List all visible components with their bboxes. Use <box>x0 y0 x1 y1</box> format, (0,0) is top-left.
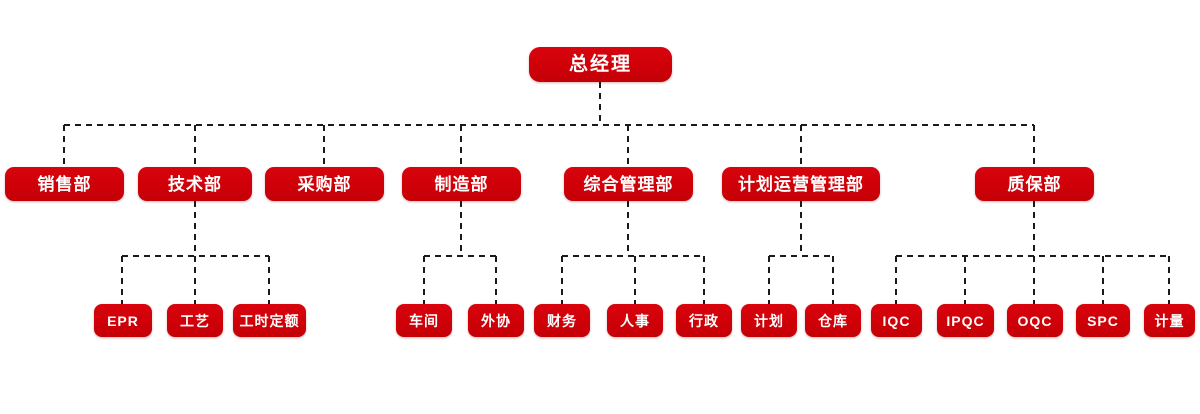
node-label: 计量 <box>1154 312 1185 329</box>
node-label: IPQC <box>946 312 985 329</box>
node-label: 销售部 <box>37 174 92 194</box>
org-node-leaf[interactable]: 外协 <box>468 304 524 337</box>
node-label: 综合管理部 <box>583 174 674 194</box>
node-label: IQC <box>882 312 911 329</box>
org-node-leaf[interactable]: IQC <box>871 304 922 337</box>
node-label: 计划 <box>754 312 784 329</box>
node-label: 技术部 <box>168 174 222 194</box>
org-node-leaf[interactable]: 计量 <box>1144 304 1195 337</box>
org-node-leaf[interactable]: 人事 <box>607 304 663 337</box>
org-node-leaf[interactable]: 车间 <box>396 304 452 337</box>
node-label: OQC <box>1017 312 1053 329</box>
org-node-leaf[interactable]: IPQC <box>937 304 994 337</box>
node-label: 行政 <box>689 312 719 329</box>
org-node-department[interactable]: 采购部 <box>265 167 384 201</box>
node-label: SPC <box>1087 312 1119 329</box>
org-node-leaf[interactable]: 工艺 <box>167 304 223 337</box>
org-node-leaf[interactable]: 计划 <box>741 304 797 337</box>
node-label: 车间 <box>409 312 439 329</box>
org-node-department[interactable]: 制造部 <box>402 167 521 201</box>
node-label: 人事 <box>620 312 650 329</box>
node-label: 财务 <box>547 312 577 329</box>
node-label: EPR <box>107 312 139 329</box>
node-label: 工时定额 <box>239 312 300 329</box>
org-node-leaf[interactable]: 仓库 <box>805 304 861 337</box>
org-node-leaf[interactable]: EPR <box>94 304 152 337</box>
node-label: 制造部 <box>434 174 489 194</box>
org-node-department[interactable]: 质保部 <box>975 167 1094 201</box>
node-label: 仓库 <box>818 312 848 329</box>
org-node-department[interactable]: 综合管理部 <box>564 167 693 201</box>
node-label: 计划运营管理部 <box>738 174 864 194</box>
org-node-leaf[interactable]: 行政 <box>676 304 732 337</box>
org-node-department[interactable]: 销售部 <box>5 167 124 201</box>
node-label: 外协 <box>481 312 511 329</box>
node-label: 总经理 <box>568 54 632 75</box>
node-label: 质保部 <box>1007 174 1062 194</box>
org-node-department[interactable]: 技术部 <box>138 167 252 201</box>
node-label: 采购部 <box>297 174 352 194</box>
node-label: 工艺 <box>180 312 210 329</box>
org-node-root[interactable]: 总经理 <box>529 47 672 82</box>
org-node-leaf[interactable]: OQC <box>1007 304 1063 337</box>
org-node-leaf[interactable]: 工时定额 <box>233 304 306 337</box>
org-node-department[interactable]: 计划运营管理部 <box>722 167 880 201</box>
org-node-leaf[interactable]: 财务 <box>534 304 590 337</box>
org-node-leaf[interactable]: SPC <box>1076 304 1130 337</box>
